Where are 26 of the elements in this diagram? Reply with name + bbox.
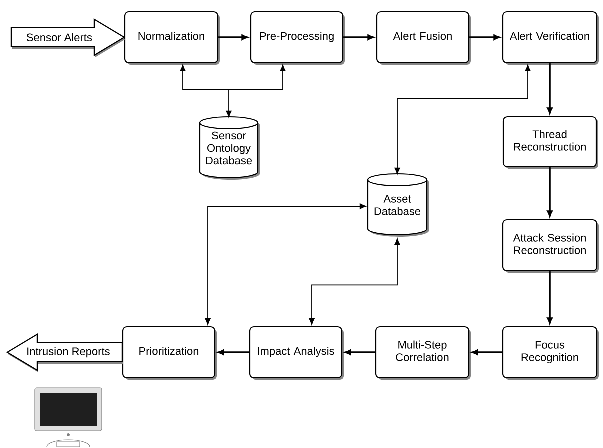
arrow <box>472 350 502 356</box>
process-box: Alert Fusion <box>376 11 471 65</box>
database-cylinder: Asset Database <box>367 173 429 237</box>
process-box: Prioritization <box>122 326 217 380</box>
arrow <box>394 64 531 174</box>
arrow <box>547 64 553 114</box>
arrow <box>547 168 553 217</box>
arrow <box>180 64 286 118</box>
arrow <box>205 204 366 326</box>
process-box: Normalization <box>124 11 220 65</box>
process-box: Multi-Step Correlation <box>375 326 471 380</box>
arrow <box>218 350 250 356</box>
arrow <box>218 34 248 40</box>
arrow <box>344 34 374 40</box>
arrow <box>345 350 376 356</box>
process-box: Alert Verification <box>502 11 599 65</box>
process-box: Impact Analysis <box>249 326 344 380</box>
arrow <box>547 272 553 324</box>
process-box: Thread Reconstruction <box>502 116 598 169</box>
process-box: Focus Recognition <box>502 326 599 380</box>
process-box: Pre-Processing <box>250 11 345 65</box>
process-box: Attack Session Reconstruction <box>502 219 599 273</box>
edge-label: Intrusion Reports <box>26 346 112 359</box>
database-cylinder: Sensor Ontology Database <box>199 116 260 180</box>
arrow <box>470 34 500 40</box>
arrow <box>309 238 400 326</box>
